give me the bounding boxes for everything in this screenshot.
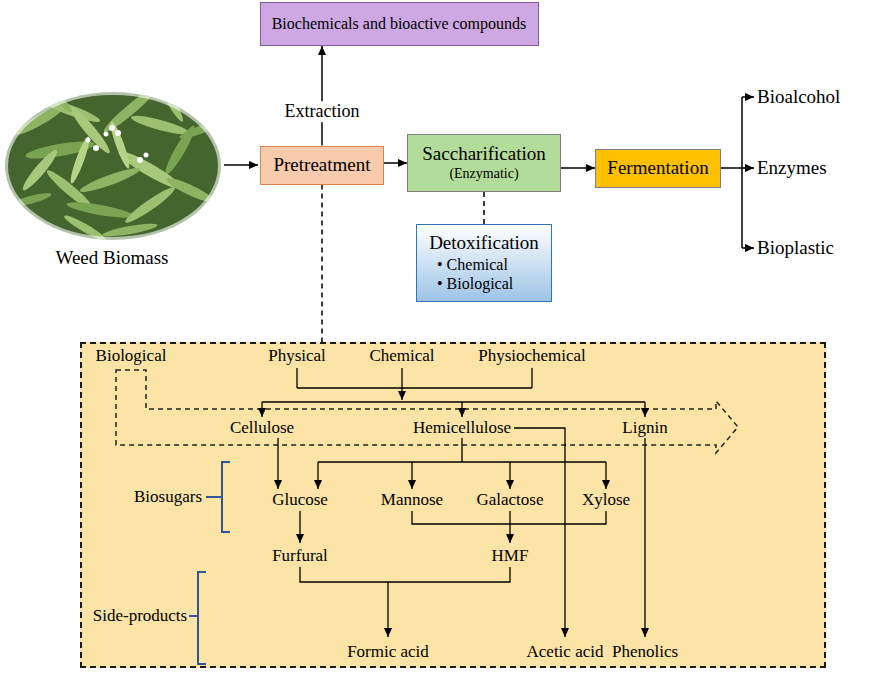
- product-label: Bioalcohol: [757, 86, 840, 109]
- pathway-label: Biological: [94, 346, 169, 366]
- product-box: Biochemicals and bioactive compounds: [260, 2, 539, 46]
- leaf: [68, 135, 93, 185]
- product-label: Enzymes: [757, 157, 827, 180]
- edge-label: Extraction: [282, 101, 363, 123]
- pathway-label: Lignin: [620, 418, 669, 438]
- flower: [144, 153, 149, 158]
- pathway-label: Mannose: [379, 490, 445, 510]
- pathway-label: Galactose: [474, 490, 545, 510]
- dashed-link: [321, 185, 323, 343]
- box-title: Detoxification: [429, 232, 539, 255]
- pathway-label: Glucose: [270, 490, 330, 510]
- box-title: Fermentation: [607, 157, 708, 180]
- split-line: [318, 438, 606, 462]
- arrow: [509, 511, 510, 543]
- pathway-label: Formic acid: [345, 642, 431, 662]
- pathway-label: Physical: [266, 346, 328, 366]
- box-subtext: • Chemical: [437, 255, 508, 274]
- arrow: [509, 462, 510, 489]
- pathway-label: Side-products: [91, 606, 189, 626]
- product-label: Bioplastic: [757, 237, 834, 260]
- process-box: Saccharification(Enzymatic): [407, 134, 561, 192]
- photo-vignette: [5, 92, 221, 240]
- output-fork: [719, 97, 754, 248]
- output-arrow: [742, 96, 754, 98]
- pathway-label: Biosugars: [132, 487, 204, 507]
- arrow: [514, 428, 565, 637]
- box-subtext: • Biological: [437, 274, 513, 293]
- flow-arrow: [321, 46, 323, 146]
- output-arrow: [719, 167, 754, 169]
- box-title: Pretreatment: [273, 154, 370, 177]
- arrow: [461, 402, 462, 417]
- arrow: [401, 368, 402, 400]
- arrow: [317, 462, 318, 489]
- leaf: [66, 199, 135, 221]
- flower: [86, 138, 91, 143]
- process-box: Fermentation: [595, 149, 721, 188]
- flower: [115, 130, 121, 136]
- split-line: [262, 401, 645, 402]
- image-caption: Weed Biomass: [56, 247, 169, 270]
- process-box: Pretreatment: [260, 146, 384, 185]
- flower: [137, 157, 143, 163]
- pretreatment-panel: Biological Physical Chemical Physiochemical…: [80, 342, 826, 668]
- arrow: [605, 462, 606, 489]
- pathway-label: Chemical: [367, 346, 436, 366]
- box-title: Biochemicals and bioactive compounds: [272, 14, 527, 33]
- pathway-label: Hemicellulose: [411, 418, 513, 438]
- pathway-lines: [262, 368, 645, 637]
- flower: [109, 125, 115, 131]
- bracket: [189, 572, 206, 664]
- arrow: [261, 402, 262, 417]
- leaf: [108, 120, 133, 170]
- leaf: [19, 147, 60, 193]
- box-title: Saccharification: [422, 143, 545, 166]
- pathway-label: Furfural: [270, 546, 330, 566]
- leaf: [123, 184, 178, 227]
- arrow: [387, 582, 388, 637]
- bracket: [206, 462, 230, 532]
- fork-line: [741, 97, 743, 248]
- flow-arrow: [384, 162, 407, 164]
- arrow: [277, 438, 278, 489]
- pathway-label: Xylose: [580, 490, 632, 510]
- arrow: [644, 438, 645, 637]
- flower: [93, 145, 99, 151]
- merge-line: [300, 567, 510, 582]
- arrow: [411, 462, 412, 489]
- box-subtext: (Enzymatic): [449, 166, 518, 183]
- flow-arrow: [561, 167, 595, 169]
- pathway-label: HMF: [490, 546, 531, 566]
- input-arrow: [224, 164, 258, 166]
- merge-line: [412, 511, 606, 524]
- arrow: [299, 511, 300, 543]
- photo-ground: [0, 88, 230, 248]
- pathway-label: Phenolics: [610, 642, 680, 662]
- arrow: [644, 402, 645, 417]
- merge-line: [297, 368, 532, 388]
- detox-box: Detoxification• Chemical• Biological: [416, 224, 552, 302]
- pathway-label: Acetic acid: [525, 642, 606, 662]
- output-arrow: [742, 247, 754, 249]
- flower: [104, 132, 109, 137]
- leaf: [78, 164, 142, 195]
- weed-photo: [0, 75, 230, 248]
- pathway-label: Physiochemical: [476, 346, 588, 366]
- pathway-label: Cellulose: [228, 418, 296, 438]
- dashed-link: [483, 192, 485, 224]
